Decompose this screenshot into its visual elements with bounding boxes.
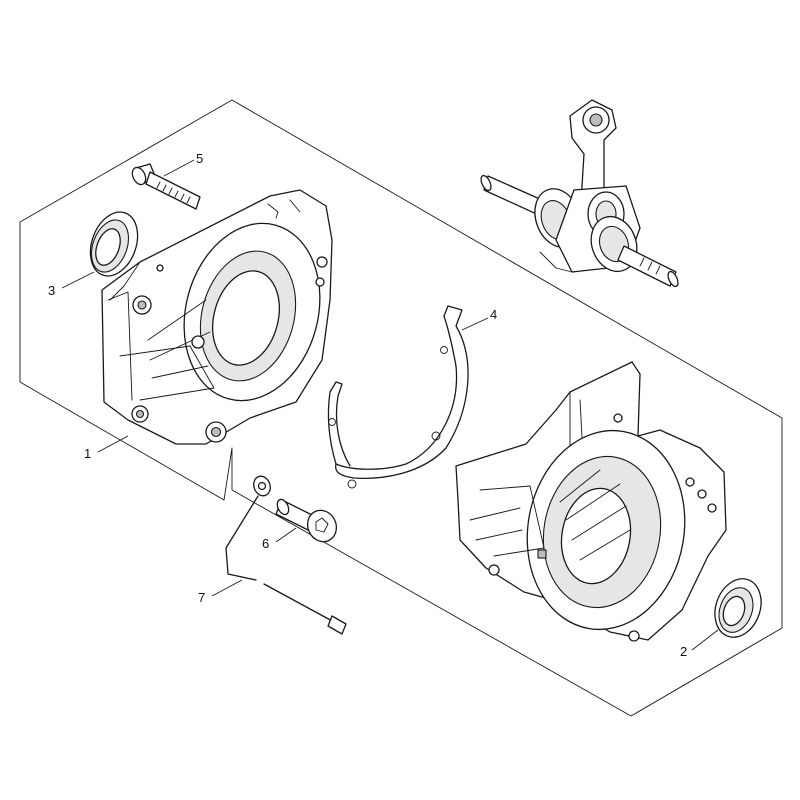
callout-2: 2: [680, 629, 719, 659]
part-3-oil-seal[interactable]: [82, 205, 146, 282]
callout-1: 1: [84, 435, 129, 461]
part-6-screw[interactable]: [275, 498, 341, 547]
crankshaft-assembly: [480, 99, 679, 288]
callout-5-label: 5: [196, 151, 203, 166]
callout-2-label: 2: [680, 644, 687, 659]
callout-3-label: 3: [48, 283, 55, 298]
callout-1-label: 1: [84, 446, 91, 461]
callout-3: 3: [48, 271, 95, 298]
part-2-oil-seal[interactable]: [707, 572, 769, 643]
part-4-gasket[interactable]: [327, 305, 469, 489]
assembly-boundary: [19, 99, 783, 717]
callout-7: 7: [198, 579, 243, 605]
part-7-ground-wire[interactable]: [225, 474, 347, 635]
callout-4-label: 4: [490, 307, 497, 322]
callout-6-label: 6: [262, 536, 269, 551]
callout-7-label: 7: [198, 590, 205, 605]
callout-4: 4: [461, 307, 497, 331]
crankcase-right: [455, 361, 727, 642]
callout-5: 5: [163, 151, 203, 177]
part-5-bolt[interactable]: [130, 163, 201, 210]
callout-6: 6: [262, 527, 297, 551]
part-1-crankcase-left[interactable]: [101, 189, 339, 445]
